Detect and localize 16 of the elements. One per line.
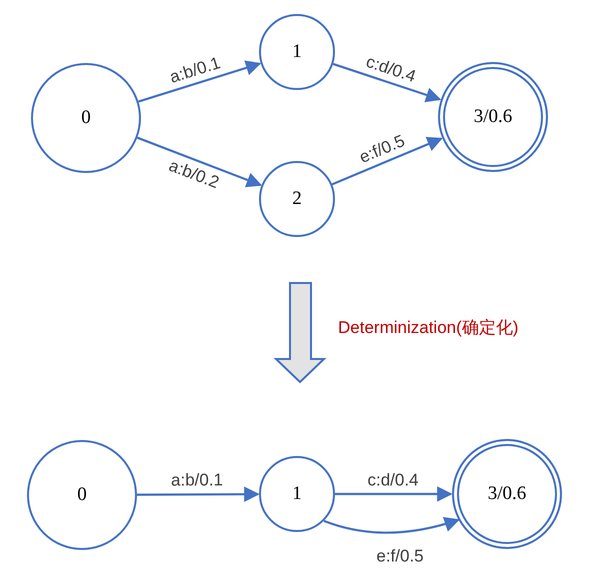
- arrow: [137, 486, 260, 502]
- state-label: 1: [292, 40, 302, 64]
- edge-label: c:d/0.4: [366, 472, 420, 488]
- state-label: 0: [81, 106, 91, 130]
- state-label: 0: [77, 482, 87, 507]
- process-label: Determinization(确定化): [338, 317, 518, 339]
- arrow: [138, 60, 262, 103]
- state-label: 3/0.6: [474, 104, 512, 129]
- state-label: 2: [292, 186, 302, 211]
- arrow: [332, 62, 442, 102]
- state-label: 1: [292, 482, 302, 506]
- edge-label: e:f/0.5: [375, 548, 425, 564]
- arrow: [324, 516, 460, 534]
- arrow: [332, 136, 443, 186]
- arrow: [335, 486, 453, 502]
- state-label: 3/0.6: [488, 482, 526, 506]
